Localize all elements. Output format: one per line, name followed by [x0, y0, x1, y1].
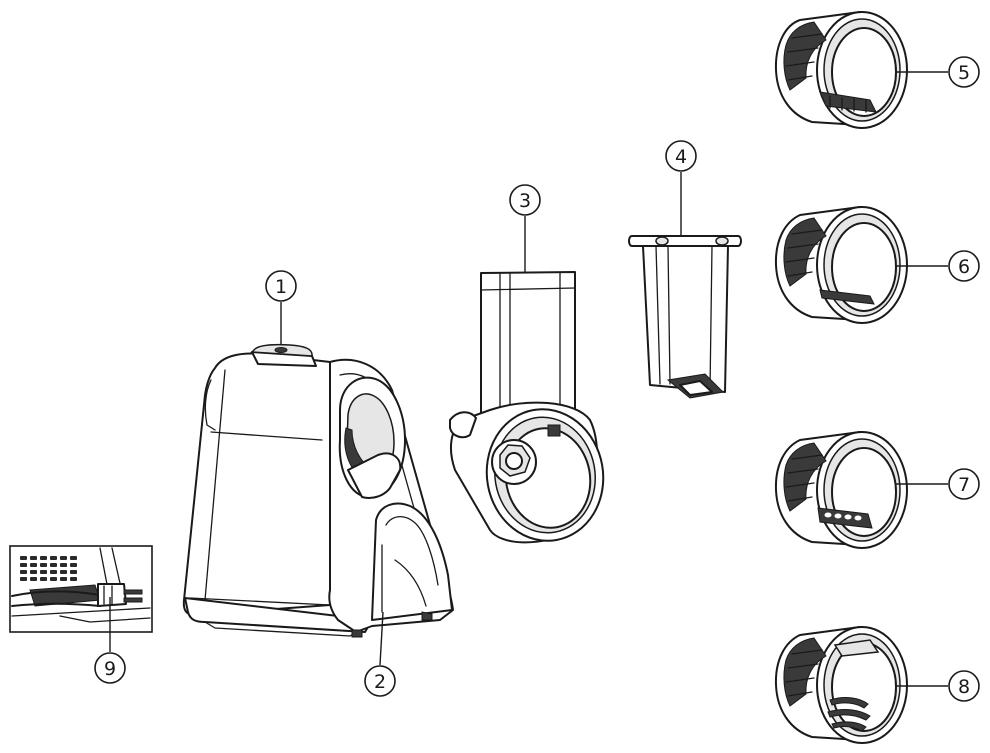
callout-5: 5 — [948, 56, 980, 88]
svg-text:3: 3 — [519, 190, 531, 212]
callout-4: 4 — [665, 140, 697, 172]
svg-text:6: 6 — [958, 256, 970, 278]
leader-lines — [109, 71, 948, 687]
callout-8: 8 — [948, 670, 980, 702]
motor-housing — [182, 343, 454, 638]
drum-cone-7 — [774, 431, 908, 549]
svg-text:8: 8 — [958, 676, 970, 698]
drum-cone-5 — [774, 11, 908, 129]
food-pusher — [628, 235, 742, 399]
svg-text:7: 7 — [958, 474, 970, 496]
callout-2: 2 — [364, 665, 396, 697]
callout-7: 7 — [948, 468, 980, 500]
svg-text:5: 5 — [958, 62, 970, 84]
cone-holder — [449, 271, 605, 544]
svg-text:2: 2 — [374, 671, 386, 693]
svg-text:1: 1 — [275, 276, 287, 298]
callout-6: 6 — [948, 250, 980, 282]
svg-text:9: 9 — [104, 658, 116, 680]
drum-cone-6 — [774, 206, 908, 324]
power-cord-detail — [9, 545, 153, 633]
drum-cone-8 — [774, 626, 908, 744]
callout-1: 1 — [265, 270, 297, 302]
callout-9: 9 — [94, 652, 126, 684]
svg-text:4: 4 — [675, 146, 687, 168]
callout-3: 3 — [509, 184, 541, 216]
